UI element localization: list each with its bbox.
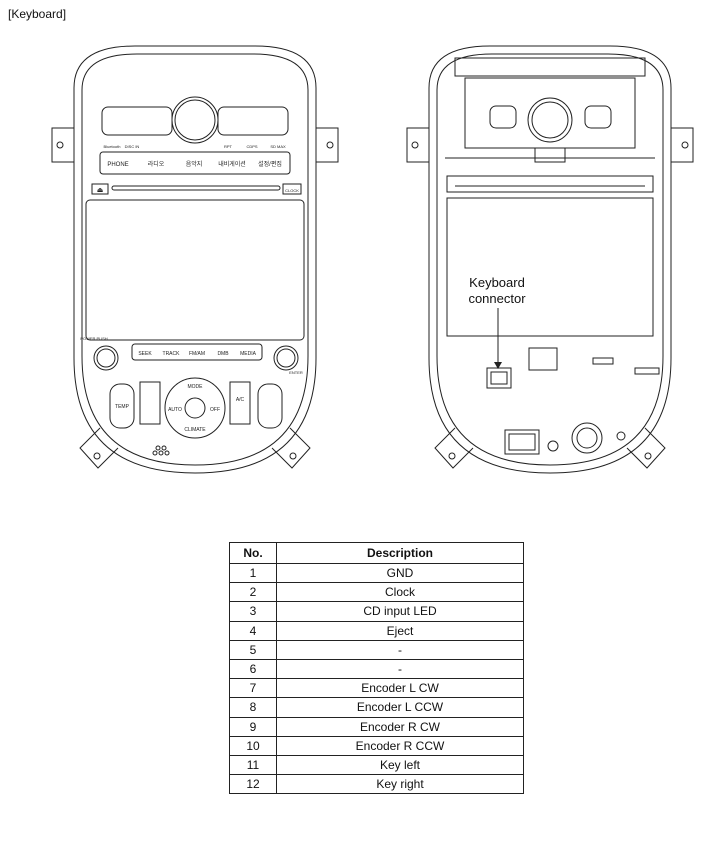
top-button-label: 내비게이션	[218, 160, 246, 168]
rear-view-diagram: Keyboard connector	[406, 45, 694, 474]
table-row: 5-	[229, 639, 524, 660]
pin-number-cell: 11	[229, 754, 277, 776]
pin-number-cell: 7	[229, 678, 277, 699]
top-button-label: 음악지	[186, 160, 203, 168]
pin-description-cell: -	[276, 658, 524, 680]
bottom-button-label: DMB	[217, 351, 229, 357]
bottom-button-label: SEEK	[138, 351, 152, 357]
header-description: Description	[276, 542, 524, 564]
temp-label: TEMP	[115, 404, 130, 410]
pin-number-cell: 12	[229, 774, 277, 795]
pin-description-cell: GND	[276, 562, 524, 584]
indicator-label: RPT	[224, 144, 233, 149]
top-button-label: 설정/편집	[258, 160, 282, 168]
indicator-label: DISC IN	[125, 144, 140, 149]
pin-number-cell: 5	[229, 639, 277, 660]
top-button-label: PHONE	[107, 162, 128, 168]
pin-description-cell: Encoder R CW	[276, 716, 524, 737]
pin-number-cell: 9	[229, 716, 277, 737]
pin-number-cell: 10	[229, 735, 277, 756]
pin-number-cell: 6	[229, 658, 277, 680]
pin-number-cell: 8	[229, 697, 277, 718]
pin-description-cell: CD input LED	[276, 601, 524, 622]
table-row: 6-	[229, 658, 524, 680]
dial-auto-label: AUTO	[168, 407, 182, 413]
callout-label-line2: connector	[468, 291, 526, 306]
pin-number-cell: 3	[229, 601, 277, 622]
bottom-button-label: MEDIA	[240, 351, 257, 357]
pin-description-cell: Clock	[276, 582, 524, 603]
indicator-label: Bluetooth	[104, 144, 121, 149]
dial-climate-label: CLIMATE	[184, 427, 206, 433]
pin-number-cell: 4	[229, 620, 277, 641]
pin-description-cell: Key right	[276, 774, 524, 795]
front-view-diagram: Bluetooth DISC IN RPT CDPS SD MAX PHONE 라디오 음악지…	[51, 45, 339, 474]
pin-description-cell: Encoder R CCW	[276, 735, 524, 756]
eject-label: ⏏	[97, 187, 104, 194]
dial-mode-label: MODE	[188, 384, 204, 390]
pin-number-cell: 1	[229, 562, 277, 584]
pin-description-cell: -	[276, 639, 524, 660]
bottom-button-label: TRACK	[163, 351, 181, 357]
dial-off-label: OFF	[210, 407, 220, 413]
pin-description-cell: Encoder L CW	[276, 678, 524, 699]
pin-description-cell: Encoder L CCW	[276, 697, 524, 718]
callout-label-line1: Keyboard	[469, 275, 525, 290]
table-header-row: No. Description	[229, 542, 524, 564]
section-title: [Keyboard]	[8, 7, 67, 21]
pin-description-cell: Key left	[276, 754, 524, 776]
header-no: No.	[229, 542, 277, 564]
power-label: POWER PUSH	[80, 336, 107, 341]
ac-label: A/C	[236, 397, 245, 403]
pin-description-cell: Eject	[276, 620, 524, 641]
indicator-label: CDPS	[246, 144, 257, 149]
indicator-label: SD MAX	[270, 144, 286, 149]
bottom-button-label: FM/AM	[189, 351, 205, 357]
clock-label: CLOCK	[285, 188, 299, 193]
pin-number-cell: 2	[229, 582, 277, 603]
enter-label: ENTER	[289, 370, 303, 375]
top-button-label: 라디오	[148, 160, 165, 168]
